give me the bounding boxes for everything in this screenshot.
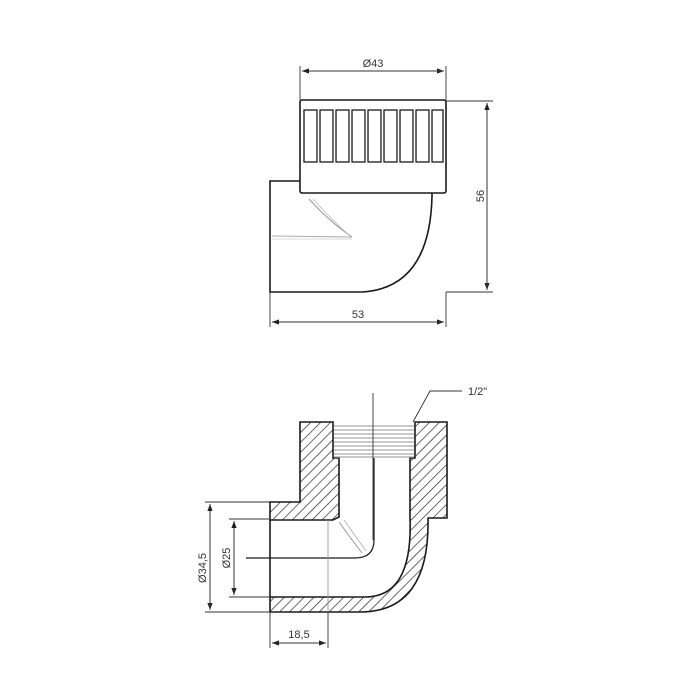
section-wall-left [269,421,340,521]
dim-label-socket-depth: 18,5 [288,629,309,641]
nut-cap [299,99,447,194]
dimension-height-56 [446,100,493,293]
dimension-socket-depth [269,612,329,648]
thread-size-label: 1/2" [468,386,487,398]
elbow-body-outline [269,180,433,293]
section-view: 1/2" Ø34,5 Ø25 18,5 [197,386,487,648]
thread-region [334,425,414,458]
dim-label-outer-diameter: Ø34,5 [197,553,209,583]
dim-label-height: 56 [475,190,487,202]
dimension-width-53 [269,292,447,327]
dimension-diameter-43 [299,66,447,100]
inner-bore-curve [246,458,375,559]
dim-label-inner-diameter: Ø25 [221,548,233,569]
dimension-outer-diameter [205,501,270,613]
thread-leader [412,390,462,423]
top-view: Ø43 56 53 [269,58,493,327]
grip-ribs [303,109,444,163]
dim-label-width: 53 [352,309,364,321]
dimension-inner-diameter [229,518,270,598]
section-wall-right [269,421,448,613]
dim-label-diameter: Ø43 [363,58,384,70]
